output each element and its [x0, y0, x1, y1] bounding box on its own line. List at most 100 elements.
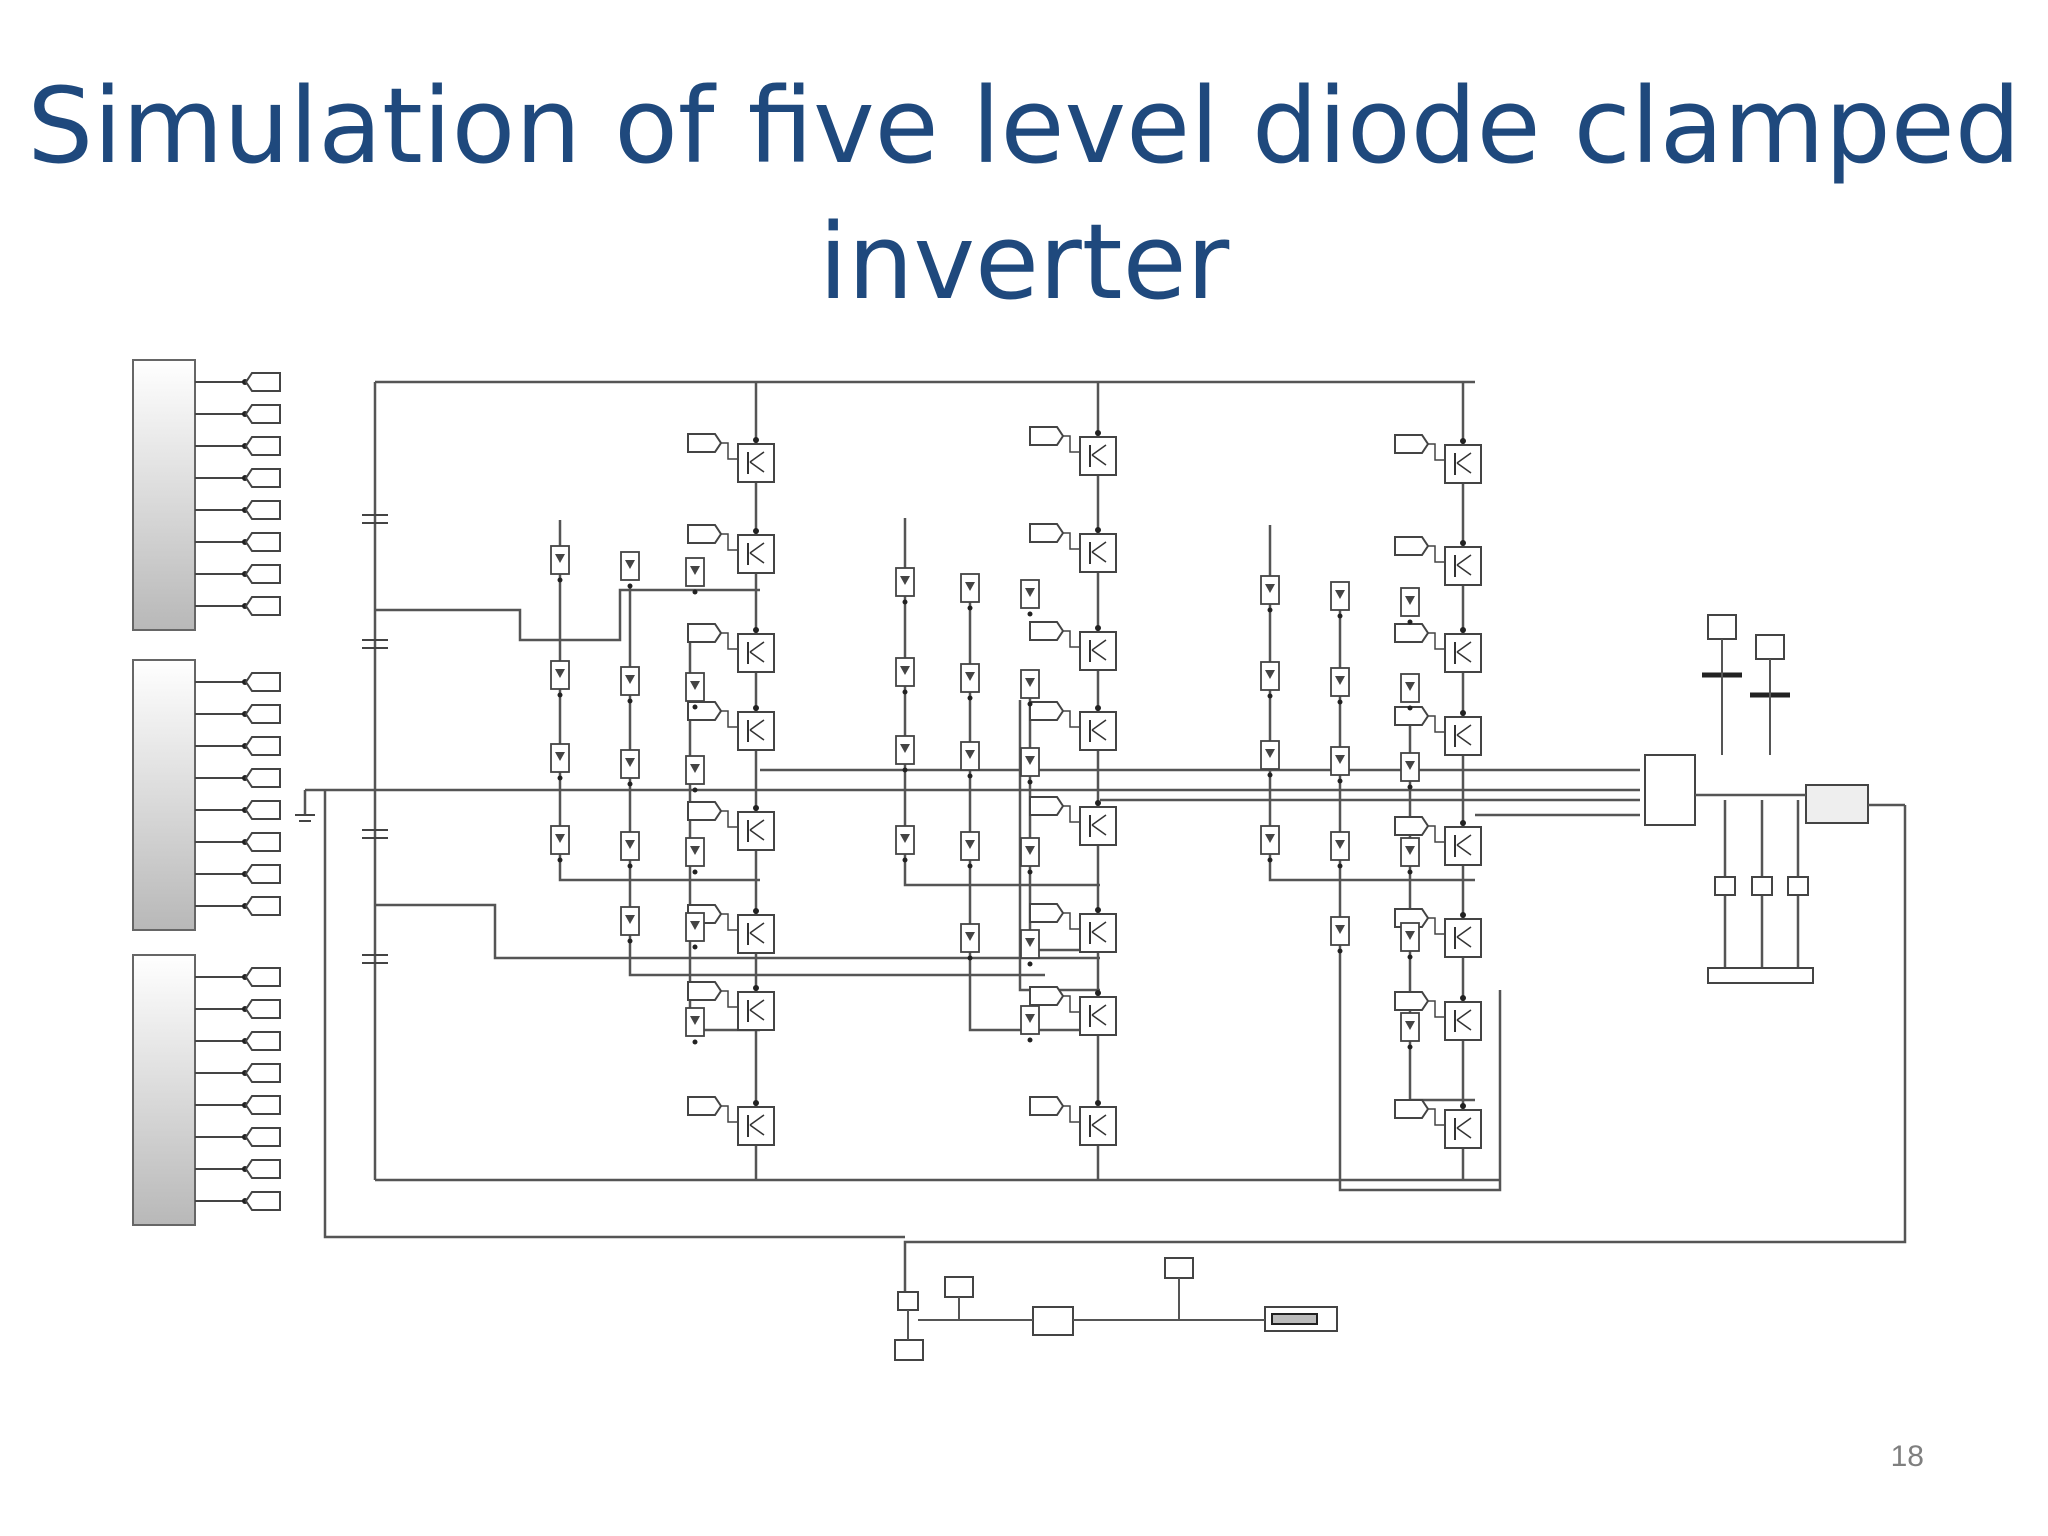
wire-node: [967, 605, 973, 611]
clamping-diode: [1330, 667, 1350, 705]
wire-node: [753, 1100, 759, 1106]
diode-symbol: [900, 666, 910, 675]
scope-block: [1702, 614, 1742, 755]
switch-collector: [1091, 444, 1107, 456]
switch-collector: [1091, 814, 1107, 826]
switch-body: [1079, 631, 1117, 671]
wire-node: [1407, 619, 1413, 625]
phase-leg: [1260, 382, 1482, 1180]
igbt-switch: [1394, 991, 1482, 1041]
wire-node: [1267, 857, 1273, 863]
wire-node: [627, 583, 633, 589]
clamping-diode: [1020, 579, 1040, 617]
diode-symbol: [900, 834, 910, 843]
wire-node: [1407, 869, 1413, 875]
scope-body: [1707, 614, 1737, 640]
title-line-2: inverter: [818, 201, 1230, 323]
diode-symbol: [690, 681, 700, 690]
clamping-diode: [1330, 581, 1350, 619]
igbt-switch: [687, 904, 775, 954]
from-tag: [687, 701, 723, 721]
switch-collector: [1091, 639, 1107, 651]
wire-node: [967, 773, 973, 779]
switch-body: [737, 914, 775, 954]
load-branch: [1714, 800, 1736, 980]
gate-wire: [721, 913, 738, 931]
title-line-1: Simulation of five level diode clamped: [27, 65, 2021, 187]
igbt-switch: [687, 1096, 775, 1146]
wire-node: [1337, 613, 1343, 619]
gate-wire: [1428, 1108, 1445, 1126]
wire-node: [1460, 438, 1466, 444]
switch-body: [1079, 711, 1117, 751]
clamping-diode: [1260, 661, 1280, 699]
scope-and-display-blocks: [894, 1257, 1338, 1361]
wire-node: [1095, 990, 1101, 996]
switch-emitter: [1456, 936, 1472, 948]
gate-wire: [721, 710, 738, 728]
switch-collector: [749, 922, 765, 934]
wire-node: [1460, 912, 1466, 918]
gain-block: [1032, 1306, 1074, 1336]
from-tag: [687, 623, 723, 643]
pulse-generator-groups: [132, 359, 281, 1226]
gate-wire: [1063, 435, 1080, 453]
pulse-generator-block: [132, 659, 281, 931]
wire-node: [902, 689, 908, 695]
wire-node: [902, 599, 908, 605]
wire-node: [627, 698, 633, 704]
diode-symbol: [625, 675, 635, 684]
clamping-diode: [685, 755, 705, 793]
goto-tag: [244, 532, 281, 552]
diode-symbol: [1025, 846, 1035, 855]
clamping-diode: [685, 837, 705, 875]
clamping-diode: [1020, 747, 1040, 785]
diode-symbol: [1335, 925, 1345, 934]
wire-node: [1027, 779, 1033, 785]
wire-node: [1460, 540, 1466, 546]
clamping-diode: [1020, 669, 1040, 707]
clamping-diode: [1330, 916, 1350, 954]
goto-tag: [244, 967, 281, 987]
switch-collector: [1456, 1117, 1472, 1129]
pulse-generator-block: [132, 359, 281, 631]
dc-bus-wiring: [295, 380, 1907, 1300]
from-tag: [1394, 434, 1430, 454]
switch-body: [1444, 546, 1482, 586]
from-tag: [1029, 621, 1065, 641]
wire-node: [753, 705, 759, 711]
wire-node: [1095, 430, 1101, 436]
diode-symbol: [1405, 1021, 1415, 1030]
pulse-block-body: [132, 659, 196, 931]
clamping-diode: [1400, 673, 1420, 711]
switch-emitter: [749, 1009, 765, 1021]
clamping-diode: [960, 573, 980, 611]
switch-collector: [749, 542, 765, 554]
clamping-diode: [685, 672, 705, 710]
load-element: [1714, 876, 1736, 896]
switch-collector: [1091, 1114, 1107, 1126]
from-tag: [1029, 1096, 1065, 1116]
pulse-block-body: [132, 359, 196, 631]
goto-tag: [244, 404, 281, 424]
clamping-diode: [960, 831, 980, 869]
clamping-diode: [1020, 837, 1040, 875]
diode-symbol: [965, 672, 975, 681]
goto-tag: [244, 436, 281, 456]
gate-wire: [721, 442, 738, 460]
wire-node: [557, 692, 563, 698]
neutral-bus: [1707, 967, 1814, 984]
switch-collector: [1091, 541, 1107, 553]
wire-node: [692, 589, 698, 595]
diode-symbol: [1265, 749, 1275, 758]
diode-symbol: [1265, 670, 1275, 679]
clamping-diode: [620, 906, 640, 944]
goto-tag: [244, 564, 281, 584]
switch-emitter: [1091, 824, 1107, 836]
igbt-switch: [1394, 536, 1482, 586]
diode-symbol: [1405, 846, 1415, 855]
wire-node: [1267, 693, 1273, 699]
diode-symbol: [1025, 678, 1035, 687]
from-tag: [1029, 426, 1065, 446]
switch-collector: [749, 999, 765, 1011]
